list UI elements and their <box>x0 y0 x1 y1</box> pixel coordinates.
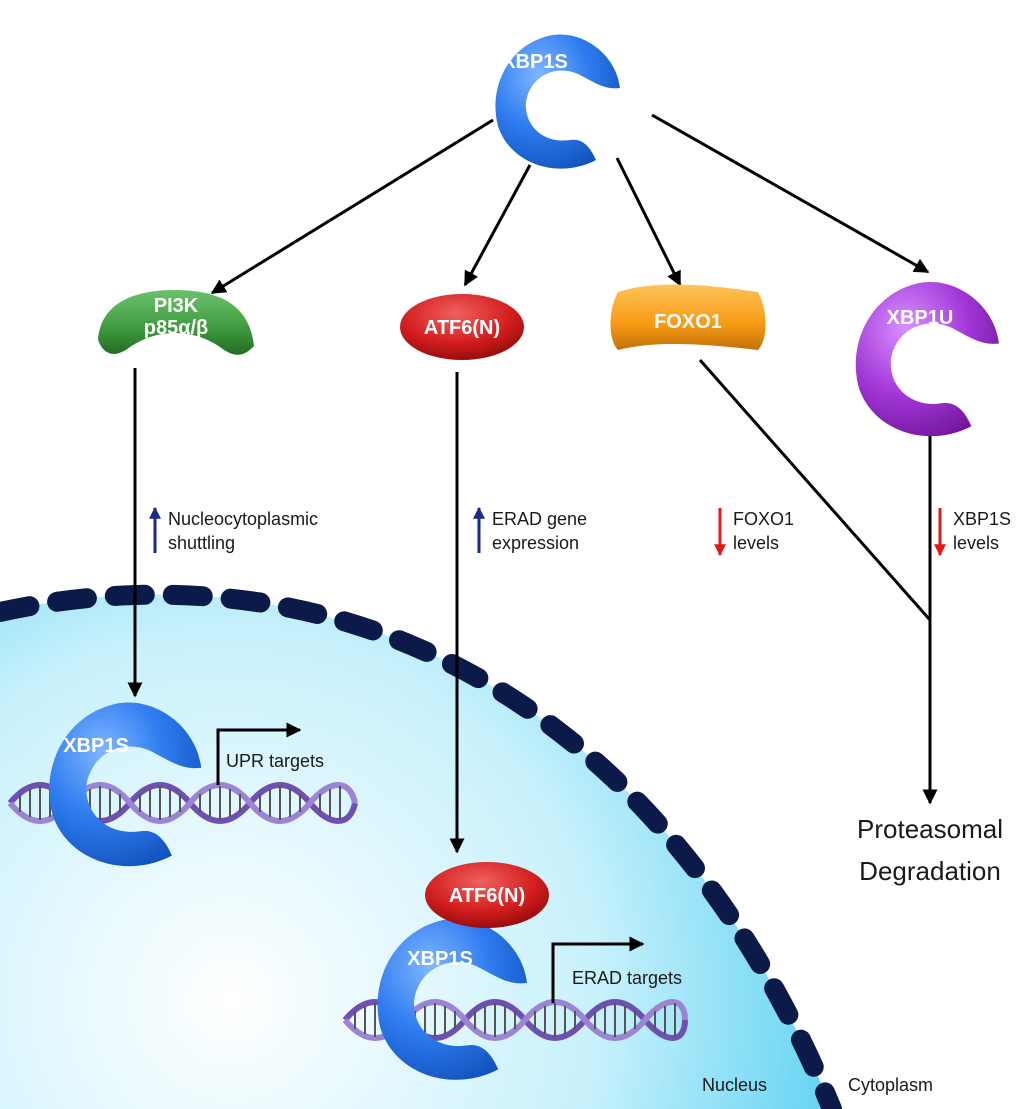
upr-targets-label: UPR targets <box>226 751 324 771</box>
erad-expression-label-line2: expression <box>492 533 579 553</box>
atf6-protein <box>400 294 524 360</box>
pi3k-label-line1: PI3K <box>154 295 199 317</box>
xbp1s-levels-label-line1: XBP1S <box>953 509 1011 529</box>
pi3k-label-line2: p85α/β <box>144 317 209 339</box>
arrow-xbp1s-to-pi3k <box>210 118 494 295</box>
atf6-label: ATF6(N) <box>424 317 500 339</box>
xbp1s-nucleus-left-label: XBP1S <box>63 735 129 757</box>
cytoplasm-label: Cytoplasm <box>848 1075 933 1095</box>
line-foxo1-to-degradation <box>698 359 932 621</box>
shuttling-label-line2: shuttling <box>168 533 235 553</box>
xbp1s-nucleus-bottom-label: XBP1S <box>407 948 473 970</box>
nuclear-membrane <box>0 584 842 1109</box>
atf6-protein-nucleus <box>425 862 549 928</box>
erad-expression-label-line1: ERAD gene <box>492 509 587 529</box>
arrow-xbp1s-to-xbp1u <box>651 113 930 274</box>
xbp1s-levels-label-line2: levels <box>953 533 999 553</box>
arrow-xbp1s-to-foxo1 <box>615 157 682 287</box>
pi3k-protein <box>98 290 254 355</box>
xbp1u-label: XBP1U <box>887 307 954 329</box>
foxo1-levels-label-line1: FOXO1 <box>733 509 794 529</box>
shuttling-label-line1: Nucleocytoplasmic <box>168 509 318 529</box>
outcome-label-line2: Degradation <box>859 856 1001 886</box>
xbp1s-top-label: XBP1S <box>502 51 568 73</box>
nucleus <box>0 594 832 1109</box>
atf6-nucleus-label: ATF6(N) <box>449 885 525 907</box>
nucleus-label: Nucleus <box>702 1075 767 1095</box>
xbp1u-protein <box>855 281 999 437</box>
erad-transcription-arrow <box>551 936 645 1003</box>
foxo1-protein <box>610 284 766 350</box>
outcome-label-line1: Proteasomal <box>857 814 1003 844</box>
foxo1-levels-label-line2: levels <box>733 533 779 553</box>
foxo1-label: FOXO1 <box>654 311 722 333</box>
arrow-xbp1s-to-atf6 <box>463 164 532 287</box>
upr-transcription-arrow <box>216 722 302 785</box>
erad-targets-label: ERAD targets <box>572 968 682 988</box>
